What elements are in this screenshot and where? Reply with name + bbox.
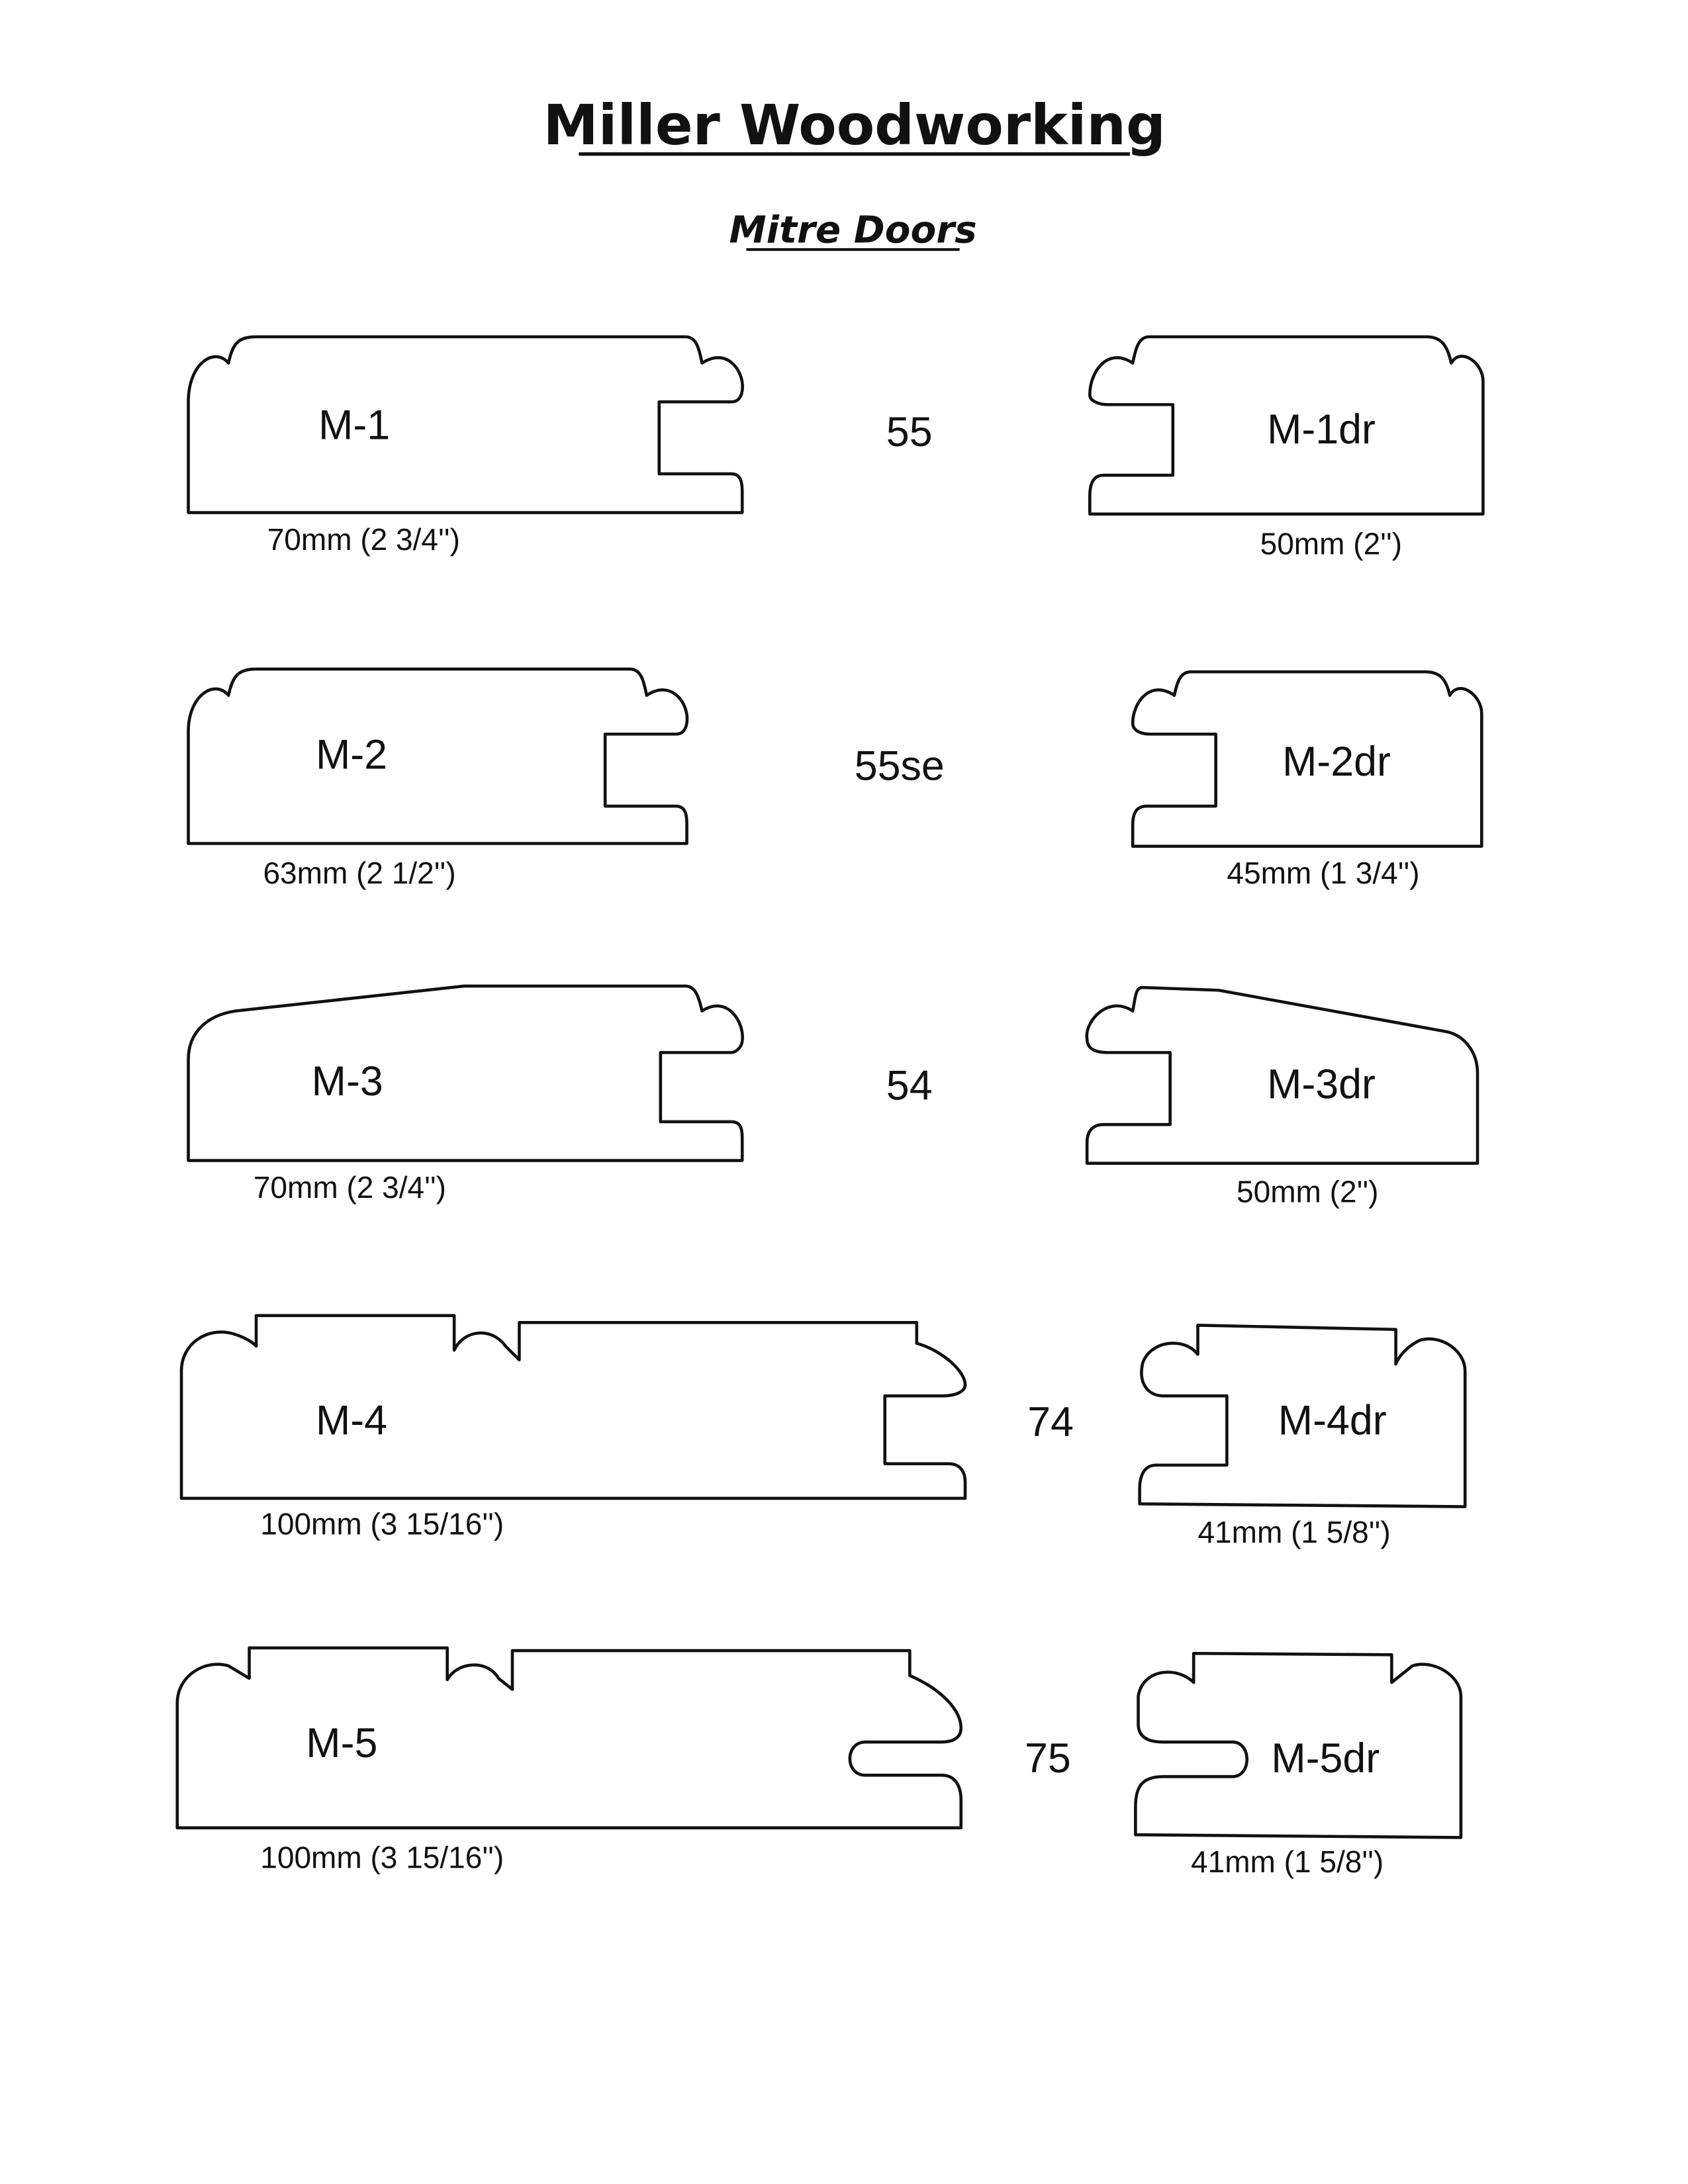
door-m3dr-drawing bbox=[1085, 985, 1479, 1165]
profile-m3-label: M-3 bbox=[312, 1058, 383, 1105]
profile-m4-label: M-4 bbox=[316, 1398, 387, 1444]
profile-row-m2: M-2 63mm (2 1/2'') 55se M-2dr 45mm (1 3/… bbox=[187, 667, 1483, 890]
profile-code-55se: 55se bbox=[855, 743, 945, 789]
profile-code-54: 54 bbox=[886, 1063, 933, 1109]
page-title: Miller Woodworking bbox=[543, 93, 1166, 158]
profile-m1-label: M-1 bbox=[318, 402, 390, 449]
door-m5dr-width: 41mm (1 5/8'') bbox=[1191, 1844, 1383, 1879]
door-m4dr-label: M-4dr bbox=[1278, 1398, 1387, 1444]
door-m5dr-label: M-5dr bbox=[1271, 1735, 1380, 1782]
door-m2dr-width: 45mm (1 3/4'') bbox=[1227, 856, 1419, 890]
profile-code-75: 75 bbox=[1025, 1735, 1071, 1782]
door-m3dr-label: M-3dr bbox=[1267, 1061, 1376, 1107]
profile-code-74: 74 bbox=[1027, 1399, 1074, 1445]
profile-m2-drawing bbox=[187, 667, 689, 845]
profile-m5-drawing bbox=[175, 1646, 963, 1830]
profile-m5-label: M-5 bbox=[306, 1720, 377, 1766]
profile-row-m4: M-4 100mm (3 15/16'') 74 M-4dr 41mm (1 5… bbox=[179, 1314, 1467, 1549]
door-m2dr-label: M-2dr bbox=[1282, 739, 1391, 785]
profile-m2-label: M-2 bbox=[316, 732, 387, 778]
profile-m5-width: 100mm (3 15/16'') bbox=[260, 1840, 504, 1874]
profile-m3-drawing bbox=[187, 984, 744, 1162]
profile-m4-drawing bbox=[179, 1314, 967, 1500]
door-m5dr-drawing bbox=[1134, 1651, 1463, 1839]
door-m4dr-drawing bbox=[1138, 1324, 1467, 1508]
profile-m1-drawing bbox=[187, 335, 744, 514]
door-m2dr-drawing bbox=[1131, 670, 1483, 848]
door-m3dr-width: 50mm (2'') bbox=[1237, 1174, 1378, 1208]
page-subtitle: Mitre Doors bbox=[729, 209, 976, 252]
profile-m3-width: 70mm (2 3/4'') bbox=[254, 1170, 446, 1205]
door-m1dr-drawing bbox=[1088, 335, 1485, 516]
door-m4dr-width: 41mm (1 5/8'') bbox=[1197, 1515, 1390, 1549]
profile-row-m5: M-5 100mm (3 15/16'') 75 M-5dr 41mm (1 5… bbox=[175, 1646, 1463, 1879]
profile-row-m3: M-3 70mm (2 3/4'') 54 M-3dr 50mm (2'') bbox=[187, 984, 1479, 1208]
door-m1dr-label: M-1dr bbox=[1267, 406, 1376, 453]
door-m1dr-width: 50mm (2'') bbox=[1260, 526, 1402, 561]
profile-m4-width: 100mm (3 15/16'') bbox=[260, 1506, 504, 1541]
profile-row-m1: M-1 70mm (2 3/4'') 55 M-1dr 50mm (2'') bbox=[187, 335, 1485, 561]
profile-m1-width: 70mm (2 3/4'') bbox=[267, 522, 460, 557]
profile-code-55: 55 bbox=[886, 409, 933, 455]
profile-m2-width: 63mm (2 1/2'') bbox=[263, 856, 455, 890]
